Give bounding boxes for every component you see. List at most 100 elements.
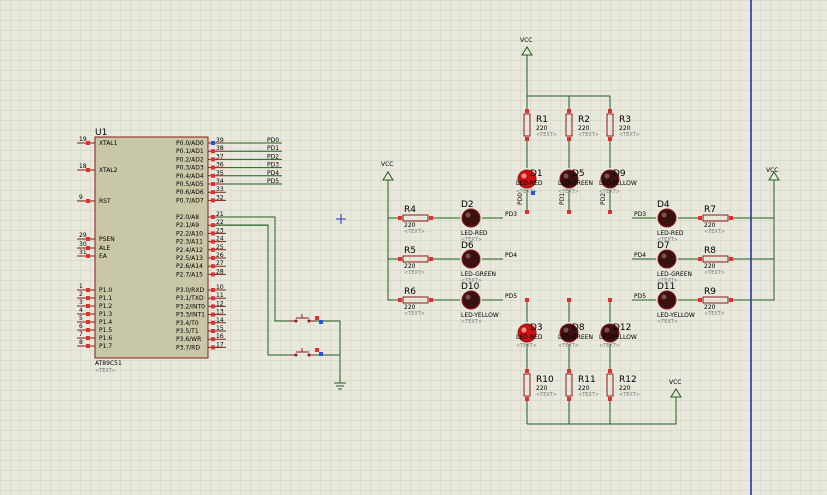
svg-text:VCC: VCC bbox=[766, 167, 778, 174]
pin-name: P3.0/RXD bbox=[176, 287, 204, 294]
vcc-bottom[interactable]: VCC bbox=[669, 379, 682, 398]
mcu-pin-7[interactable]: 7P1.6 bbox=[77, 331, 112, 342]
mcu-pin-2[interactable]: 2P1.1 bbox=[77, 291, 112, 302]
mcu-pin-6[interactable]: 6P1.5 bbox=[77, 323, 112, 334]
pin-name: P0.7/AD7 bbox=[176, 197, 204, 204]
mcu-pin-3[interactable]: 3P1.2 bbox=[77, 299, 112, 310]
led-array-wiring bbox=[387, 55, 775, 425]
vcc-top[interactable]: VCC bbox=[520, 37, 533, 56]
led-type: LED-YELLOW bbox=[599, 334, 637, 341]
pin-marker bbox=[211, 215, 215, 219]
pin-number: 5 bbox=[79, 315, 83, 322]
junction-marker bbox=[567, 298, 571, 302]
mcu-u1[interactable]: U1 AT89C51 <TEXT> 19XTAL118XTAL29RST29PS… bbox=[77, 128, 282, 374]
mcu-body[interactable] bbox=[94, 136, 209, 359]
pin-name: P3.1/TXD bbox=[176, 295, 204, 302]
pushbutton-2[interactable] bbox=[290, 348, 323, 357]
net-label: PD4 bbox=[634, 252, 646, 259]
pin-number: 14 bbox=[216, 317, 224, 324]
pin-marker bbox=[211, 320, 215, 325]
led-type: LED-RED bbox=[657, 230, 684, 237]
pin-name: XTAL2 bbox=[99, 167, 118, 174]
vcc-left[interactable]: VCC bbox=[381, 161, 394, 181]
pin-marker bbox=[211, 272, 215, 277]
led-ref: D12 bbox=[613, 323, 631, 333]
resistor-value: 220 bbox=[404, 222, 416, 229]
pin-number: 2 bbox=[79, 291, 83, 298]
vcc-right[interactable]: VCC bbox=[766, 167, 780, 181]
mcu-pin-8[interactable]: 8P1.7 bbox=[77, 339, 112, 350]
resistor-value: 220 bbox=[578, 125, 590, 132]
net-label: PD3 bbox=[634, 211, 646, 218]
led-ref: D5 bbox=[572, 169, 585, 179]
pin-marker bbox=[211, 247, 215, 252]
pushbutton-1[interactable] bbox=[290, 314, 323, 324]
pin-marker bbox=[86, 246, 90, 250]
pin-marker bbox=[211, 304, 215, 309]
junction-marker bbox=[567, 210, 571, 214]
mcu-pin-4[interactable]: 4P1.3 bbox=[77, 307, 112, 318]
pin-number: 30 bbox=[79, 241, 87, 248]
resistor-text: <TEXT> bbox=[619, 392, 640, 398]
resistor-ref: R5 bbox=[404, 246, 416, 256]
mcu-pin-1[interactable]: 1P1.0 bbox=[77, 283, 112, 294]
mcu-pin-5[interactable]: 5P1.4 bbox=[77, 315, 112, 326]
pin-name: P0.6/AD6 bbox=[176, 189, 204, 196]
pin-number: 12 bbox=[216, 300, 224, 307]
